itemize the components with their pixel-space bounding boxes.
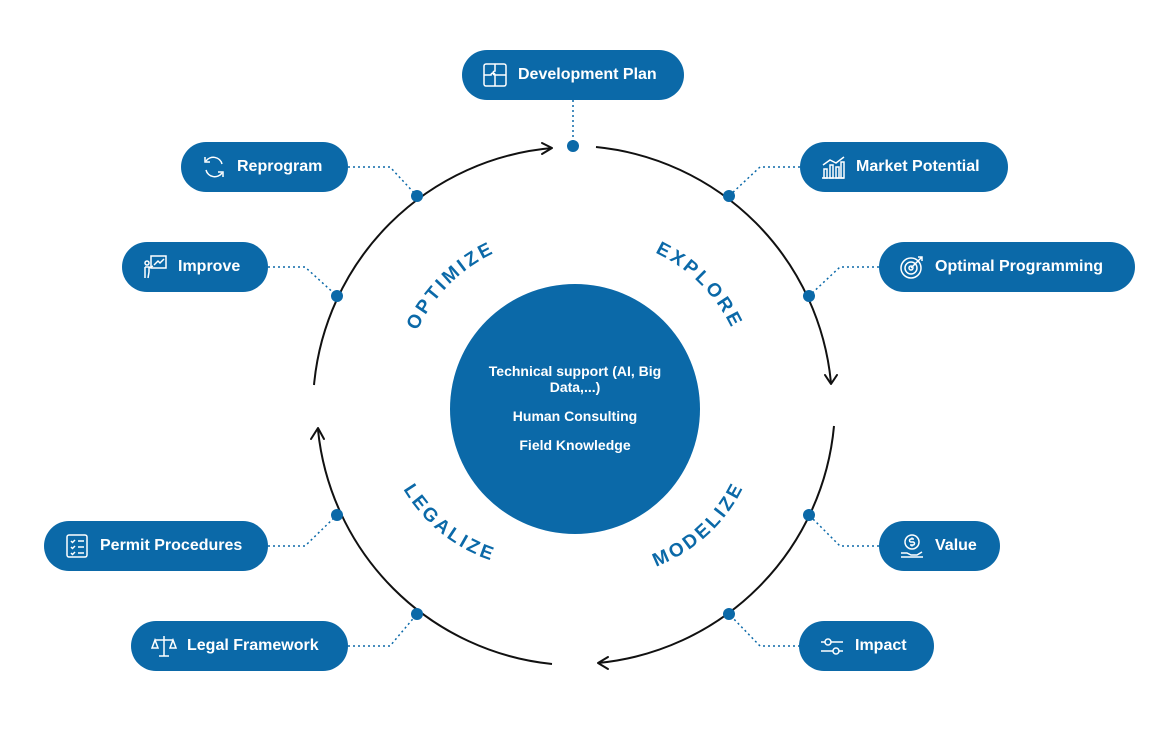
pill-improve[interactable]: Improve [122, 242, 268, 292]
pill-label: Market Potential [856, 158, 980, 175]
sliders-icon [819, 633, 845, 659]
arrowhead-left [310, 427, 325, 440]
pill-label: Permit Procedures [100, 537, 243, 554]
ring-dot-value [803, 509, 815, 521]
checklist-icon [64, 533, 90, 559]
scales-icon [151, 633, 177, 659]
center-line-human-consulting: Human Consulting [512, 408, 638, 424]
connector-impact [728, 613, 800, 647]
connector-reprogram [348, 166, 418, 197]
ring-dot-market-potential [723, 190, 735, 202]
connector-legal-framework [348, 613, 418, 647]
pill-impact[interactable]: Impact [799, 621, 934, 671]
pill-development-plan[interactable]: Development Plan [462, 50, 684, 100]
pill-label: Reprogram [237, 158, 323, 175]
pill-label: Impact [855, 637, 907, 654]
bar-chart-icon [820, 154, 846, 180]
connector-optimal-programming [808, 266, 879, 297]
ring-dot-improve [331, 290, 343, 302]
arrowhead-top [541, 142, 553, 155]
ring-dot-impact [723, 608, 735, 620]
ring-dot-permit-procedures [331, 509, 343, 521]
pill-reprogram[interactable]: Reprogram [181, 142, 348, 192]
puzzle-icon [482, 62, 508, 88]
ring-arc-optimize [313, 147, 553, 386]
pill-label: Legal Framework [187, 637, 319, 654]
ring-dot-development-plan [567, 140, 579, 152]
connector-market-potential [728, 166, 800, 197]
target-icon [899, 254, 925, 280]
pill-value[interactable]: Value [879, 521, 1000, 571]
pill-permit-procedures[interactable]: Permit Procedures [44, 521, 268, 571]
pill-label: Value [935, 537, 977, 554]
connector-improve [268, 266, 338, 297]
center-line-technical-support: Technical support (AI, Big Data,...) [488, 363, 662, 395]
connector-value [808, 514, 879, 547]
ring-arc-legalize [317, 429, 553, 665]
pill-legal-framework[interactable]: Legal Framework [131, 621, 348, 671]
refresh-icon [201, 154, 227, 180]
presenter-icon [142, 254, 168, 280]
phase-label-explore: EXPLORE [653, 238, 747, 332]
ring-dot-optimal-programming [803, 290, 815, 302]
ring-dot-reprogram [411, 190, 423, 202]
pill-label: Development Plan [518, 66, 657, 83]
ring-arc-modelize [597, 425, 835, 664]
pill-optimal-programming[interactable]: Optimal Programming [879, 242, 1135, 292]
center-line-field-knowledge: Field Knowledge [519, 437, 631, 454]
ring-dot-legal-framework [411, 608, 423, 620]
ring-arc-explore [595, 146, 832, 384]
pill-label: Improve [178, 258, 241, 275]
phase-label-optimize: OPTIMIZE [403, 238, 498, 333]
connector-permit-procedures [268, 514, 338, 547]
dollar-hand-icon [899, 533, 925, 559]
cycle-ring [313, 146, 835, 665]
arrowhead-bottom [597, 656, 609, 670]
arrowhead-right [824, 374, 838, 385]
pill-label: Optimal Programming [935, 258, 1104, 275]
pill-market-potential[interactable]: Market Potential [800, 142, 1008, 192]
center-circle: Technical support (AI, Big Data,...) Hum… [450, 284, 700, 534]
